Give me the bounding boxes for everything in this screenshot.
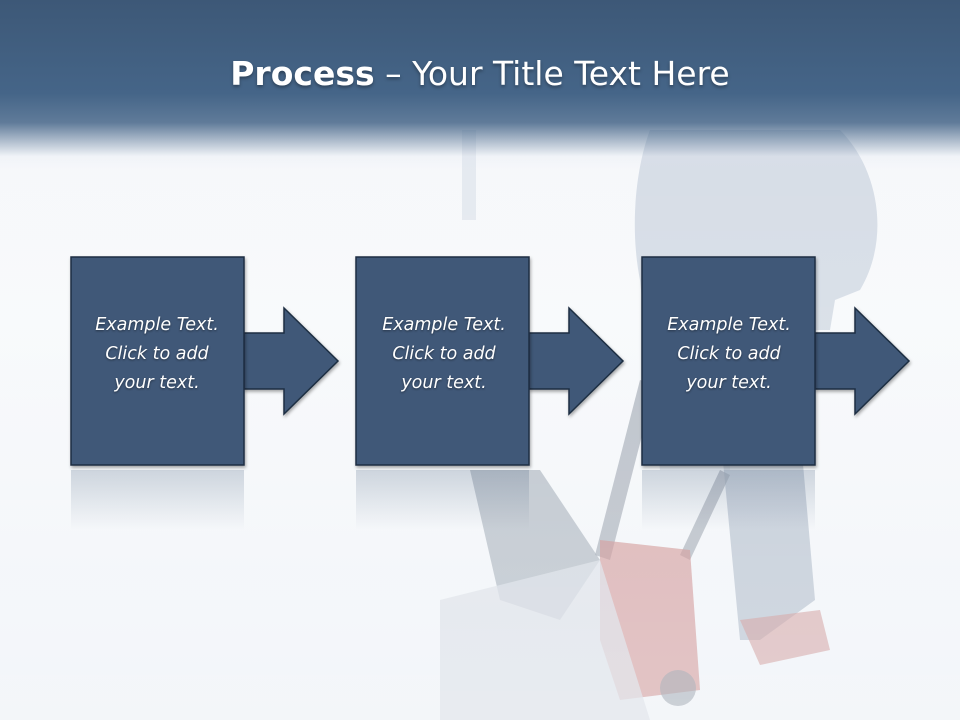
step-1-line-2: Click to add bbox=[105, 344, 209, 364]
step-2-box bbox=[355, 256, 530, 466]
title-bold: Process bbox=[230, 54, 375, 93]
title-rest: – Your Title Text Here bbox=[374, 54, 730, 93]
step-2-line-3: your text. bbox=[401, 373, 487, 393]
step-3-box bbox=[641, 256, 816, 466]
process-step-1[interactable] bbox=[70, 256, 340, 530]
process-step-3[interactable] bbox=[641, 256, 911, 530]
step-3-line-1: Example Text. bbox=[667, 315, 791, 335]
slide-title[interactable]: Process – Your Title Text Here bbox=[0, 52, 960, 96]
step-3-line-2: Click to add bbox=[677, 344, 781, 364]
step-3-reflection bbox=[642, 470, 815, 530]
step-2-reflection bbox=[356, 470, 529, 530]
step-2-line-2: Click to add bbox=[392, 344, 496, 364]
step-1-text[interactable]: Example Text. Click to add your text. bbox=[71, 311, 243, 398]
step-2-arrow bbox=[528, 306, 625, 416]
step-3-arrow bbox=[814, 306, 911, 416]
step-1-line-1: Example Text. bbox=[95, 315, 219, 335]
title-bar: Process – Your Title Text Here bbox=[0, 0, 960, 170]
step-1-reflection bbox=[71, 470, 244, 530]
step-1-line-3: your text. bbox=[114, 373, 200, 393]
process-step-2[interactable] bbox=[355, 256, 625, 530]
step-2-text[interactable]: Example Text. Click to add your text. bbox=[358, 311, 530, 398]
step-1-arrow bbox=[243, 306, 340, 416]
step-2-line-1: Example Text. bbox=[382, 315, 506, 335]
step-3-line-3: your text. bbox=[686, 373, 772, 393]
step-3-text[interactable]: Example Text. Click to add your text. bbox=[643, 311, 815, 398]
step-1-box bbox=[70, 256, 245, 466]
